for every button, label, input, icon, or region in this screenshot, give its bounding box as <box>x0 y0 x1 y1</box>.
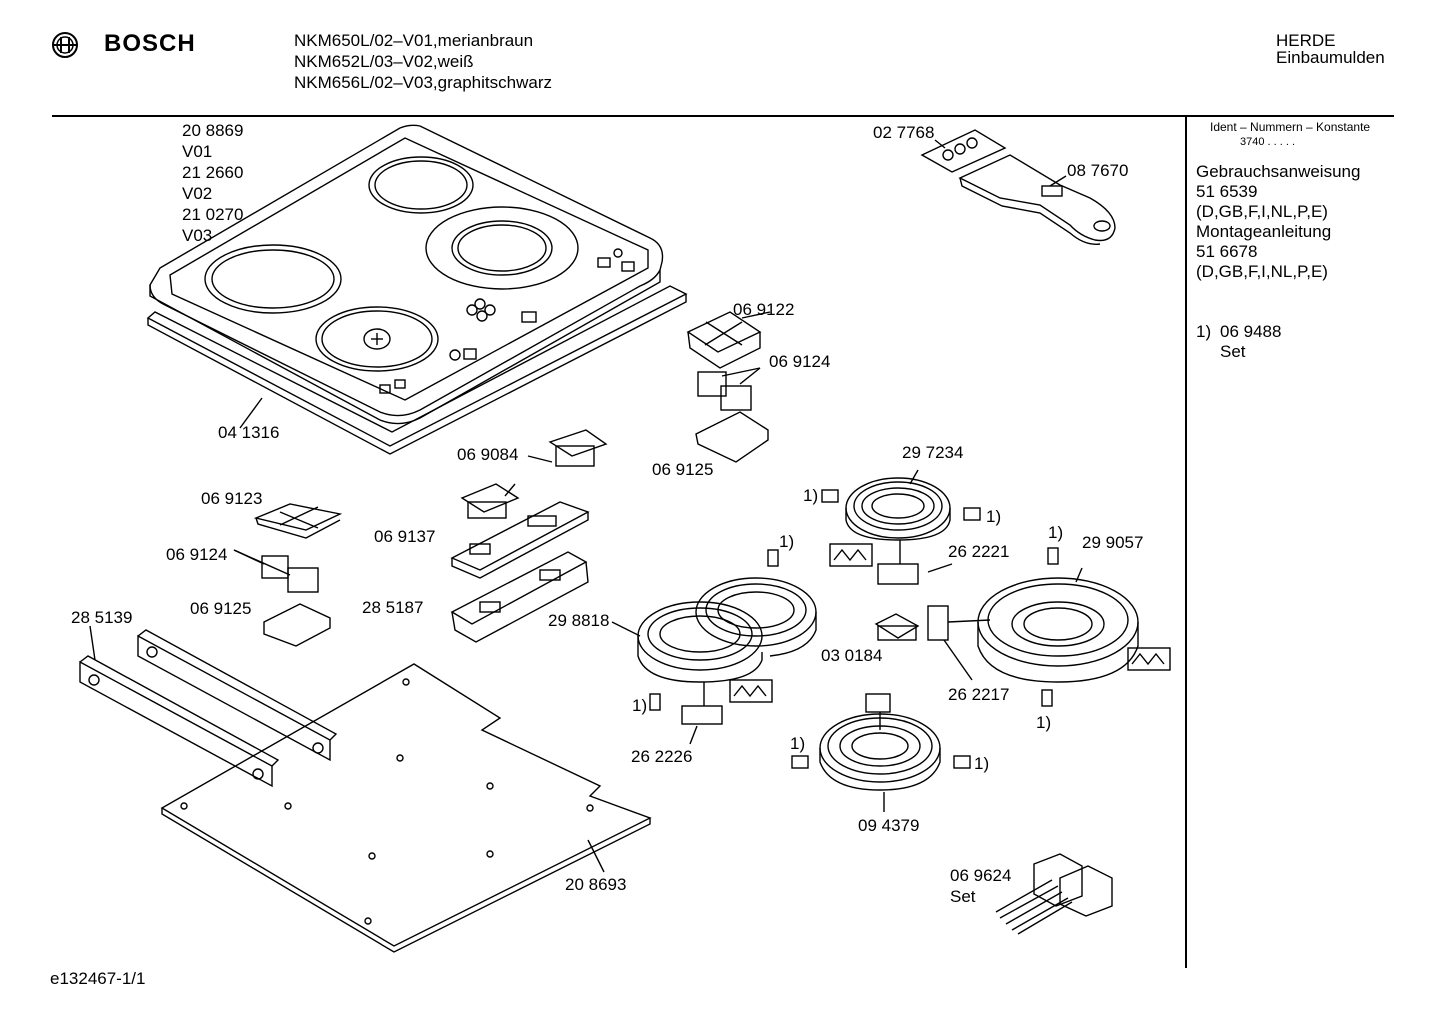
heating-element-298818 <box>611 577 817 745</box>
switch-assembly-upper <box>686 311 771 463</box>
model-line-1: NKM650L/02–V01,merianbraun <box>294 31 534 50</box>
part-label-087670: 08 7670 <box>1067 161 1129 180</box>
category-line-2: Einbaumulden <box>1276 48 1385 67</box>
footnote-part: 06 9488 <box>1220 322 1282 341</box>
heating-element-094379 <box>819 693 941 812</box>
part-label-069624-set: Set <box>950 887 976 906</box>
part-label-094379: 09 4379 <box>858 816 920 835</box>
cooktop-code-4: V02 <box>182 184 213 203</box>
connector-set-069624 <box>995 853 1113 935</box>
part-label-299057: 29 9057 <box>1082 533 1144 552</box>
footnote-marker: 1) <box>974 754 990 773</box>
cooktop-code-6: V03 <box>182 226 213 245</box>
thermostat-symbols <box>729 543 1171 703</box>
part-label-069124a: 06 9124 <box>769 352 831 371</box>
doc-line-6: (D,GB,F,I,NL,P,E) <box>1196 262 1328 281</box>
part-label-041316: 04 1316 <box>218 423 280 442</box>
part-label-297234: 29 7234 <box>902 443 964 462</box>
footnote-set: Set <box>1220 342 1246 361</box>
part-label-285187: 28 5187 <box>362 598 424 617</box>
cooktop-code-2: V01 <box>182 142 213 161</box>
part-label-069123: 06 9123 <box>201 489 263 508</box>
terminal-block-030184 <box>874 613 920 641</box>
doc-line-4: Montageanleitung <box>1196 222 1332 241</box>
doc-line-2: 51 6539 <box>1196 182 1258 201</box>
cooktop-code-1: 20 8869 <box>182 121 244 140</box>
part-label-069125b: 06 9125 <box>190 599 252 618</box>
bosch-logo <box>50 30 80 65</box>
footnote-connector-symbols <box>649 489 1059 769</box>
cooktop-glass-panel <box>149 124 664 425</box>
doc-line-5: 51 6678 <box>1196 242 1258 261</box>
doc-line-1: Gebrauchsanweisung <box>1196 162 1361 181</box>
mounting-brackets <box>79 625 338 788</box>
part-label-208693: 20 8693 <box>565 875 627 894</box>
footnote-marker: 1) <box>986 507 1002 526</box>
heating-element-297234 <box>845 469 953 585</box>
part-label-262221: 26 2221 <box>948 542 1010 561</box>
part-label-069124b: 06 9124 <box>166 545 228 564</box>
brand-name: BOSCH <box>104 30 196 57</box>
footnote-marker: 1) <box>632 696 648 715</box>
part-label-069125a: 06 9125 <box>652 460 714 479</box>
part-label-069084: 06 9084 <box>457 445 519 464</box>
model-line-2: NKM652L/03–V02,weiß <box>294 52 474 71</box>
doc-line-3: (D,GB,F,I,NL,P,E) <box>1196 202 1328 221</box>
part-label-262226: 26 2226 <box>631 747 693 766</box>
part-label-069122: 06 9122 <box>733 300 795 319</box>
part-label-285139: 28 5139 <box>71 608 133 627</box>
control-module-group <box>450 429 608 643</box>
footnote-marker: 1) <box>779 532 795 551</box>
drawing-id: e132467-1/1 <box>50 969 146 988</box>
footnote-marker: 1) <box>1036 713 1052 732</box>
bosch-armature-icon <box>52 32 78 58</box>
heating-element-299057 <box>927 567 1139 683</box>
footnote-marker: 1) <box>1048 523 1064 542</box>
seal-frame-041316 <box>146 285 688 455</box>
part-label-069137: 06 9137 <box>374 527 436 546</box>
ident-value: 3740 . . . . . <box>1240 136 1296 148</box>
category-line-1: HERDE <box>1276 31 1336 50</box>
ident-title: Ident – Nummern – Konstante <box>1210 120 1371 134</box>
part-label-262217: 26 2217 <box>948 685 1010 704</box>
footnote-marker: 1) <box>803 486 819 505</box>
scraper-tool <box>920 129 1116 245</box>
cooktop-code-5: 21 0270 <box>182 205 244 224</box>
part-label-298818: 29 8818 <box>548 611 610 630</box>
part-label-030184: 03 0184 <box>821 646 883 665</box>
model-line-3: NKM656L/02–V03,graphitschwarz <box>294 73 552 92</box>
footnote-number: 1) <box>1196 322 1212 341</box>
part-label-027768: 02 7768 <box>873 123 935 142</box>
part-label-069624: 06 9624 <box>950 866 1012 885</box>
base-plate <box>160 663 652 953</box>
footnote-marker: 1) <box>790 734 806 753</box>
cooktop-code-3: 21 2660 <box>182 163 244 182</box>
switch-assembly-lower <box>233 503 343 647</box>
